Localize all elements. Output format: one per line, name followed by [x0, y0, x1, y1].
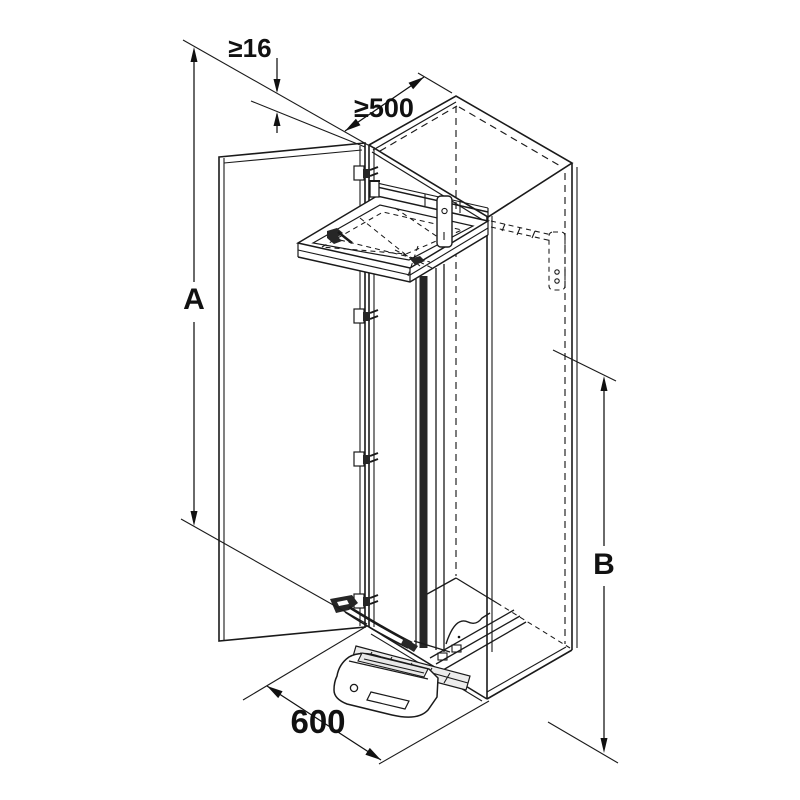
frame-column [413, 264, 451, 653]
dim-label-a: A [183, 283, 205, 316]
extension-line [417, 72, 453, 94]
dim-label-min-depth: ≥500 [354, 93, 414, 123]
extension-line [378, 700, 490, 765]
cabinet-body [367, 95, 578, 702]
dim-label-panel-thickness: ≥16 [228, 33, 271, 63]
bottom-rail-unit [330, 595, 527, 718]
hinge-icon [353, 308, 379, 324]
rear-bracket-dashed [490, 220, 566, 291]
damper-housing [333, 652, 439, 718]
dim-b: B [547, 349, 619, 764]
hinge-icon [353, 451, 379, 467]
door-bracket [330, 595, 418, 652]
extension-line [182, 39, 369, 146]
hinge-icon [353, 165, 379, 181]
dim-min-depth-500: ≥500 [344, 72, 453, 132]
door-hinges [353, 165, 379, 609]
dim-thickness-16: ≥16 [182, 33, 369, 148]
dim-a: A [180, 47, 368, 625]
dim-pullout-600: 600 [242, 625, 490, 765]
dim-label-b: B [593, 548, 615, 581]
extension-line [250, 100, 366, 148]
top-fixing-bracket [436, 195, 453, 248]
extension-line [552, 349, 617, 382]
frame-post-top [369, 180, 380, 198]
tray-center-fitting [410, 256, 425, 265]
tray-unit [295, 180, 490, 283]
dim-label-pullout: 600 [290, 703, 345, 740]
extension-line [547, 721, 619, 764]
extension-line [180, 518, 368, 625]
extension-line [242, 625, 368, 701]
